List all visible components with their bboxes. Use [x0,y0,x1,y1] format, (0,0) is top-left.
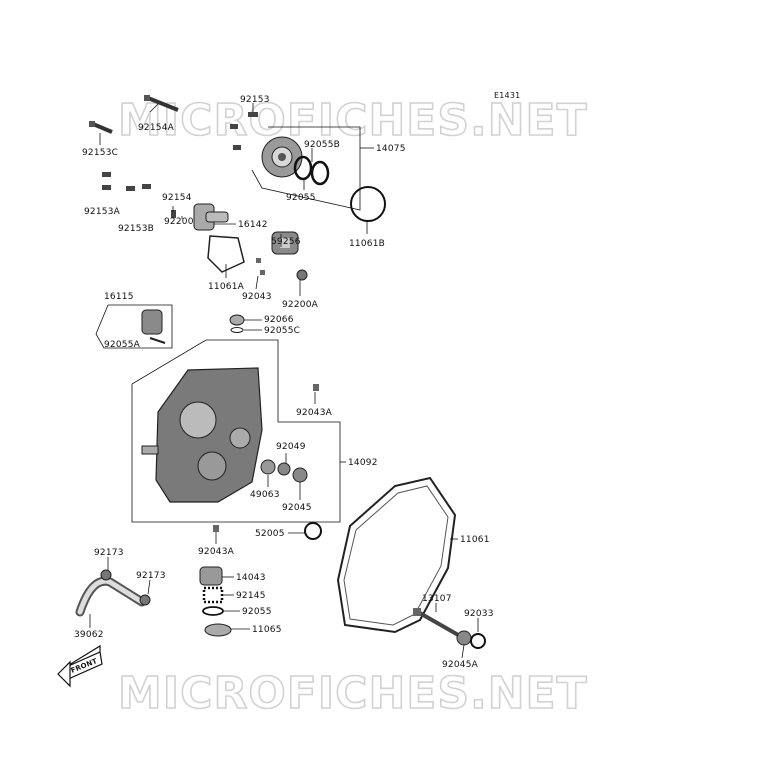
pin-92043-icon [256,258,265,275]
label-92055B: 92055B [304,140,340,150]
label-92055A: 92055A [104,340,141,350]
watermark-bottom: MICROFICHES.NET [118,668,588,719]
label-16142: 16142 [238,220,268,230]
label-14092: 14092 [348,458,378,468]
label-11065: 11065 [252,625,282,635]
label-52005: 52005 [255,529,285,539]
label-39062: 39062 [74,630,104,640]
label-11061B: 11061B [349,239,385,249]
cover-14092-outline [131,339,341,523]
bolt-92154A-icon [144,95,179,112]
circlip-92033-icon [470,633,486,649]
crankcase-cover-14092-icon [141,367,263,503]
label-92045: 92045 [282,503,312,513]
label-92045A: 92045A [442,660,479,670]
label-11061A: 11061A [208,282,245,292]
label-14043: 14043 [236,573,266,583]
oil-seal-49063-icon [260,459,276,475]
label-92154A: 92154A [138,123,175,133]
gasket-11061B-icon [350,186,386,222]
label-49063: 49063 [250,490,280,500]
bolt-92153C-icon [89,121,113,134]
label-92154: 92154 [162,193,192,203]
hose-39062-icon [75,576,147,617]
o-ring-92055-icon [293,155,330,186]
bolt-92154-icon [171,210,176,218]
shaft-13107-icon [413,608,461,638]
label-59256: 59256 [271,237,301,247]
cap-16115-outline [95,304,173,349]
label-92066: 92066 [264,315,294,325]
label-14075: 14075 [376,144,406,154]
housing-16142-icon [193,203,229,231]
bearing-92045A-icon [456,630,472,646]
label-92153A: 92153A [84,207,121,217]
gasket-11061-icon [336,476,457,634]
gasket-11061A-icon [207,235,245,273]
label-92043A-bottom: 92043A [198,547,235,557]
label-92173-b: 92173 [136,571,166,581]
bearing-92049-icon [277,462,291,476]
o-ring-52005-icon [304,522,322,540]
watermark-top: MICROFICHES.NET [118,95,588,146]
front-arrow-icon: FRONT [57,644,103,688]
label-92145: 92145 [236,591,266,601]
spring-92145-icon [202,586,224,604]
label-92153B: 92153B [118,224,154,234]
bolts-92153A-icon [102,172,151,191]
bearing-92045-icon [292,467,308,483]
label-92049: 92049 [276,442,306,452]
cap-11065-icon [204,623,232,637]
washer-92200A-icon [296,269,308,281]
label-92153C: 92153C [82,148,118,158]
o-ring-92055-lower-icon [202,606,224,616]
bolt-92153-icon [230,112,258,150]
label-92173-a: 92173 [94,548,124,558]
filter-14043-icon [199,566,223,586]
pin-92043A-icon [213,384,319,532]
plug-92066-icon [229,314,245,333]
label-13107: 13107 [422,594,452,604]
label-92043A-top: 92043A [296,408,333,418]
label-92055C: 92055C [264,326,300,336]
clamp-92173-icon [100,569,151,606]
label-16115: 16115 [104,292,134,302]
label-92043: 92043 [242,292,272,302]
diagram-code: E1431 [494,91,520,100]
label-92055-lower: 92055 [242,607,272,617]
label-92200A: 92200A [282,300,319,310]
label-92200: 92200 [164,217,194,227]
cap-16115-icon [141,309,166,344]
leader-lines [89,103,479,659]
label-11061: 11061 [460,535,490,545]
label-92055: 92055 [286,193,316,203]
label-92033: 92033 [464,609,494,619]
label-92153: 92153 [240,95,270,105]
pump-impeller-59256-icon [271,231,299,255]
pump-cover-outline [251,126,361,211]
